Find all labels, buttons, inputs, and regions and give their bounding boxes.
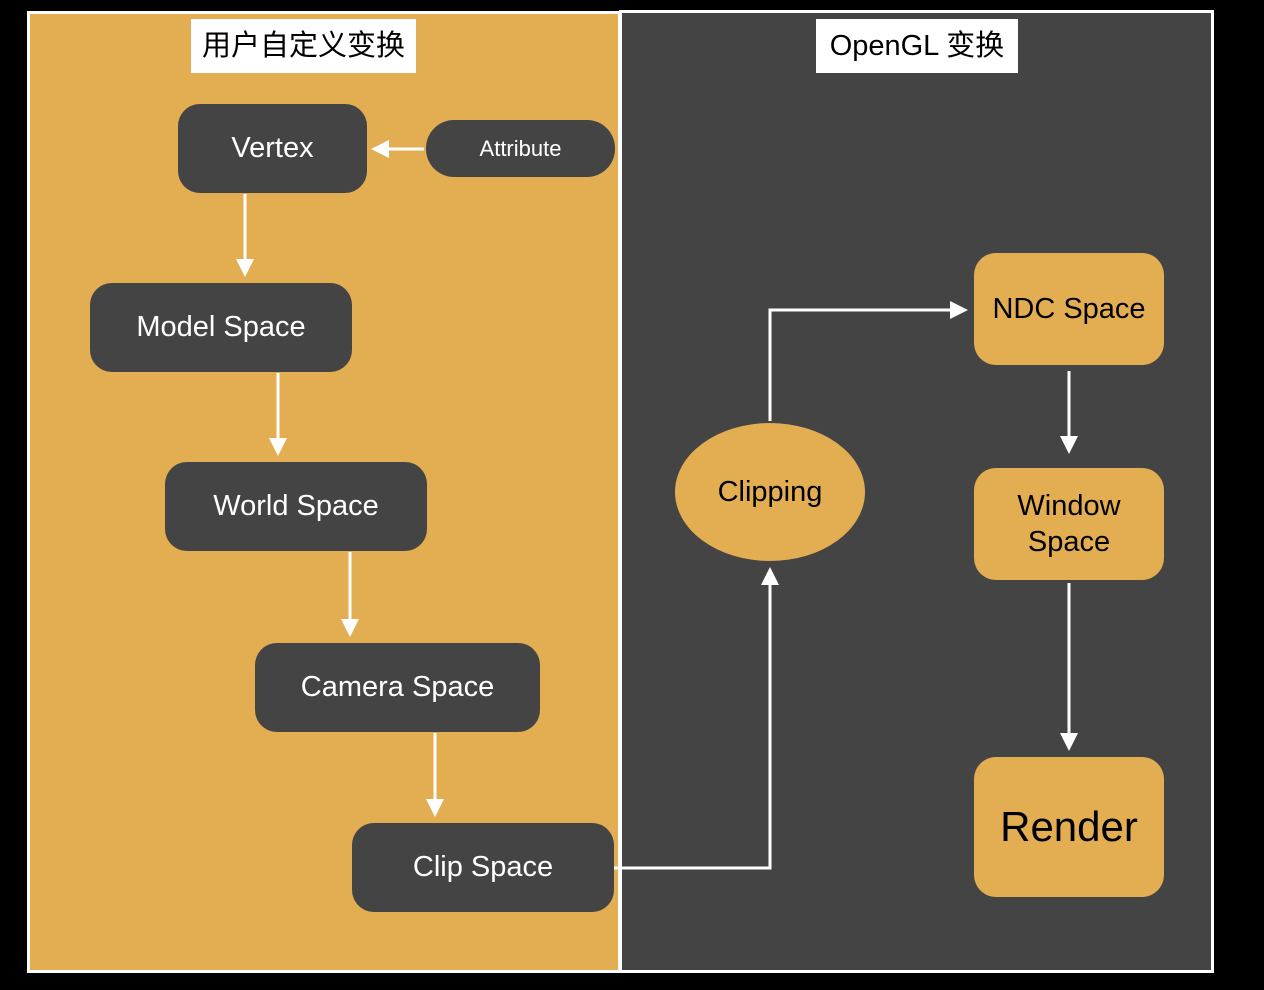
ndc-space-node: NDC Space [974,253,1164,365]
arrow-clipping-to-ndc [768,301,968,421]
camera-space-node: Camera Space [255,643,540,732]
clipping-node: Clipping [675,423,865,561]
opengl-transform-title: OpenGL 变换 [816,19,1018,73]
user-transform-title: 用户自定义变换 [191,19,416,73]
arrow-clip-to-clipping [614,567,779,870]
model-space-node: Model Space [90,283,352,372]
render-node: Render [974,757,1164,897]
window-space-node: Window Space [974,468,1164,580]
clip-space-node: Clip Space [352,823,614,912]
world-space-node: World Space [165,462,427,551]
vertex-node: Vertex [178,104,367,193]
attribute-node: Attribute [426,120,615,177]
